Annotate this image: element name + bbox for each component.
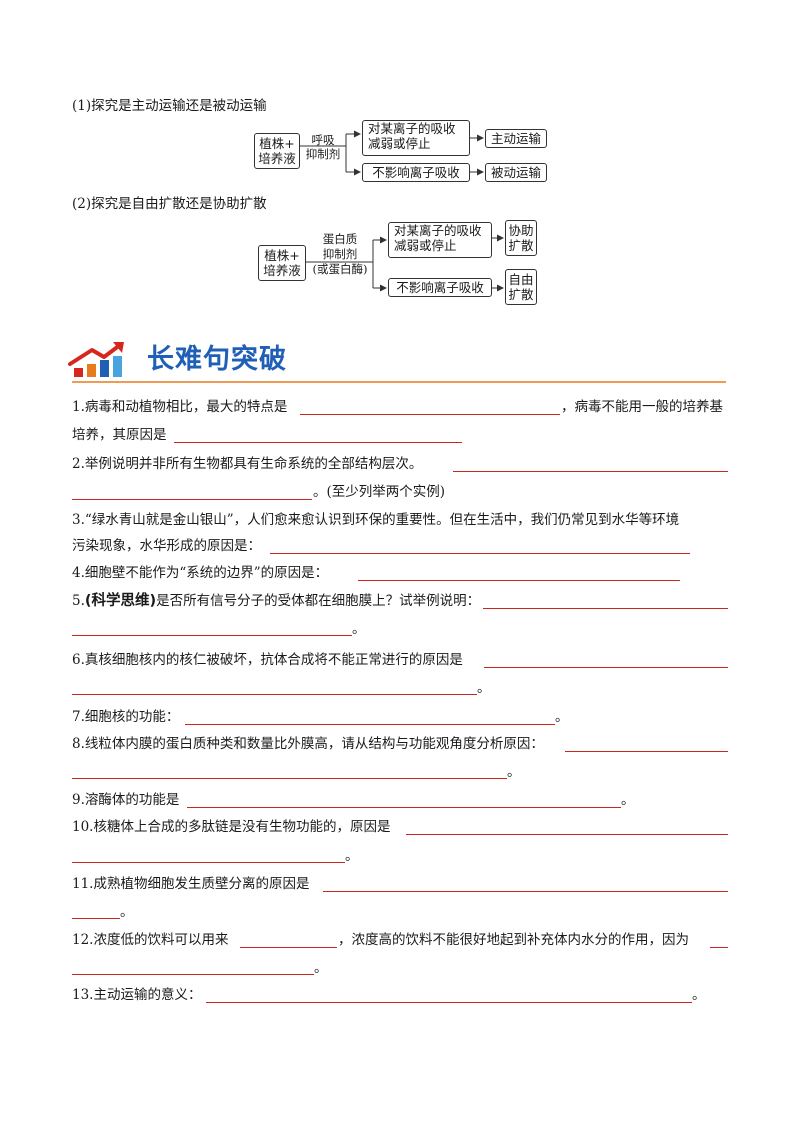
- diagram2-caption: (2)探究是自由扩散还是协助扩散: [72, 196, 267, 212]
- diagram2-upper-result-line1: 对某离子的吸收: [394, 223, 482, 238]
- diagram1-lower-conclusion-box: 被动运输: [485, 163, 547, 182]
- q12-end: 。: [314, 960, 328, 976]
- q8-text: 8.线粒体内膜的蛋白质种类和数量比外膜高，请从结构与功能观角度分析原因：: [72, 736, 544, 752]
- q2-blank-1[interactable]: [453, 471, 728, 472]
- q11-blank-2[interactable]: [72, 918, 120, 919]
- q10-text: 10.核糖体上合成的多肽链是没有生物功能的，原因是: [72, 819, 391, 835]
- diagram1-start-box: 植株+ 培养液: [254, 133, 300, 169]
- diagram2-start-line2: 培养液: [263, 263, 301, 278]
- diagram2-treatment-label: 蛋白质 抑制剂 (或蛋白酶): [312, 232, 368, 276]
- diagram1-upper-result-line1: 对某离子的吸收: [368, 121, 456, 136]
- q7-text: 7.细胞核的功能：: [72, 709, 180, 725]
- q1-text-a: 1.病毒和动植物相比，最大的特点是: [72, 399, 288, 415]
- q11-blank-1[interactable]: [323, 891, 728, 892]
- q1-blank-2[interactable]: [174, 442, 462, 443]
- q5-blank-1[interactable]: [483, 608, 728, 609]
- diagram1-caption: (1)探究是主动运输还是被动运输: [72, 98, 267, 114]
- q6-text: 6.真核细胞核内的核仁被破坏，抗体合成将不能正常进行的原因是: [72, 652, 463, 668]
- q1-text-c: 培养，其原因是: [72, 427, 167, 443]
- diagram1-upper-result-line2: 减弱或停止: [368, 136, 431, 151]
- q12-text-b: ，浓度高的饮料不能很好地起到补充体内水分的作用，因为: [338, 932, 689, 948]
- q5-end: 。: [352, 621, 366, 637]
- diagram2-lower-conclusion-line2: 扩散: [508, 287, 534, 302]
- q13-end: 。: [692, 987, 706, 1003]
- q2-blank-2[interactable]: [72, 499, 312, 500]
- q9-text: 9.溶酶体的功能是: [72, 792, 180, 808]
- diagram2-start-box: 植株+ 培养液: [258, 245, 306, 281]
- q2-text-a: 2.举例说明并非所有生物都具有生命系统的全部结构层次。: [72, 456, 423, 472]
- diagram2-upper-result-line2: 减弱或停止: [394, 238, 457, 253]
- diagram2-upper-conclusion-line2: 扩散: [508, 238, 534, 253]
- q13-blank[interactable]: [206, 1002, 692, 1003]
- diagram1-lower-result-box: 不影响离子吸收: [362, 163, 470, 182]
- q11-end: 。: [120, 904, 134, 920]
- q10-end: 。: [345, 848, 359, 864]
- q12-blank-3[interactable]: [72, 974, 314, 975]
- q6-blank-2[interactable]: [72, 694, 477, 695]
- q3-text-b: 污染现象，水华形成的原因是：: [72, 538, 261, 554]
- diagram2-lower-conclusion-line1: 自由: [508, 272, 534, 287]
- diagram1-treatment-label: 呼吸 抑制剂: [305, 133, 341, 161]
- q3-text-a: 3.“绿水青山就是金山银山”，人们愈来愈认识到环保的重要性。但在生活中，我们仍常…: [72, 512, 680, 528]
- q8-end: 。: [507, 764, 521, 780]
- q6-end: 。: [477, 680, 491, 696]
- q9-blank[interactable]: [187, 807, 621, 808]
- diagram2-upper-result-box: 对某离子的吸收 减弱或停止: [388, 222, 492, 258]
- diagram1-start-line1: 植株+: [259, 136, 295, 151]
- q5-blank-2[interactable]: [72, 635, 352, 636]
- diagram2-upper-conclusion-line1: 协助: [508, 223, 534, 238]
- q11-text: 11.成熟植物细胞发生质壁分离的原因是: [72, 876, 310, 892]
- diagram1-upper-conclusion-box: 主动运输: [485, 129, 547, 148]
- q12-blank-1[interactable]: [240, 947, 337, 948]
- q13-text: 13.主动运输的意义：: [72, 987, 202, 1003]
- q8-blank-1[interactable]: [565, 751, 728, 752]
- diagram1-start-line2: 培养液: [258, 151, 296, 166]
- q5-line: 5.(科学思维)是否所有信号分子的受体都在细胞膜上？试举例说明：: [72, 592, 480, 610]
- q12-blank-2[interactable]: [710, 947, 728, 948]
- q4-text: 4.细胞壁不能作为“系统的边界”的原因是：: [72, 565, 329, 581]
- q2-text-b: 。(至少列举两个实例): [313, 484, 446, 500]
- q5-number: 5.: [72, 593, 85, 609]
- diagram2-start-line1: 植株+: [264, 248, 300, 263]
- diagram2-upper-conclusion-box: 协助 扩散: [505, 220, 537, 256]
- q9-end: 。: [621, 792, 635, 808]
- q5-tag: (科学思维): [84, 593, 157, 609]
- q7-end: 。: [555, 709, 569, 725]
- q3-blank[interactable]: [270, 553, 690, 554]
- q5-text: 是否所有信号分子的受体都在细胞膜上？试举例说明：: [156, 593, 481, 609]
- q1-blank-1[interactable]: [300, 414, 560, 415]
- q12-text-a: 12.浓度低的饮料可以用来: [72, 932, 229, 948]
- diagram2-lower-conclusion-box: 自由 扩散: [505, 269, 537, 305]
- q10-blank-2[interactable]: [72, 862, 345, 863]
- section-title: 长难句突破: [147, 344, 287, 375]
- diagram1-upper-result-box: 对某离子的吸收 减弱或停止: [362, 120, 470, 156]
- q6-blank-1[interactable]: [484, 667, 728, 668]
- q1-text-b: ，病毒不能用一般的培养基: [561, 399, 723, 415]
- q7-blank[interactable]: [185, 724, 555, 725]
- q10-blank-1[interactable]: [406, 834, 728, 835]
- q8-blank-2[interactable]: [72, 778, 507, 779]
- diagram2-lower-result-box: 不影响离子吸收: [388, 278, 492, 297]
- diagram-connectors: [300, 130, 504, 292]
- q4-blank[interactable]: [358, 580, 680, 581]
- growth-chart-icon: [68, 342, 726, 383]
